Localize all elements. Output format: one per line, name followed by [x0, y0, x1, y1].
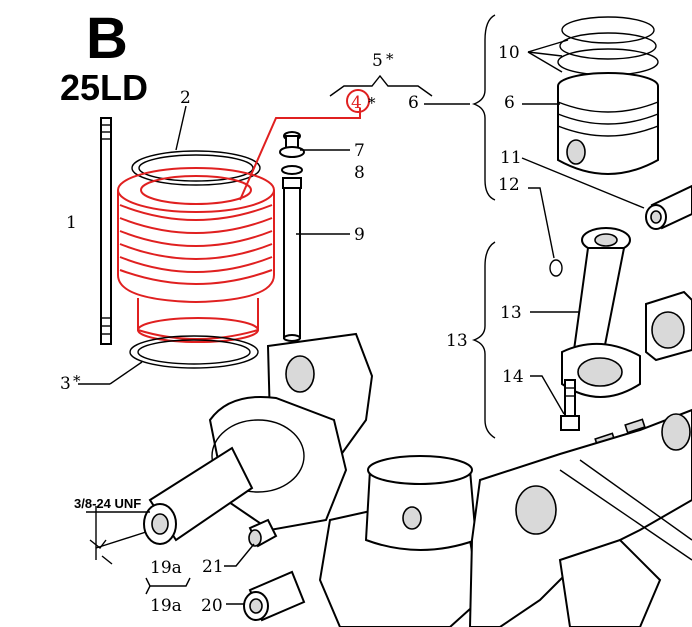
callout-19a-bottom[interactable]: 19a — [150, 596, 182, 616]
callout-6-left[interactable]: 6 — [408, 93, 419, 113]
piston-rings[interactable] — [557, 16, 659, 76]
callout-13-left[interactable]: 13 — [446, 331, 468, 351]
cylinder-highlighted[interactable] — [117, 167, 275, 343]
callout-8[interactable]: 8 — [354, 163, 365, 183]
callout-12[interactable]: 12 — [498, 175, 520, 195]
piston-pin[interactable] — [645, 184, 692, 230]
base-gasket[interactable] — [129, 335, 259, 369]
callout-4-circle — [346, 89, 370, 113]
callout-10[interactable]: 10 — [498, 43, 520, 63]
group-brace-bottom — [471, 241, 496, 439]
callout-4[interactable]: 4 — [351, 93, 362, 113]
callout-5[interactable]: 5 — [372, 51, 383, 71]
callout-3-star: * — [73, 372, 81, 390]
callout-6-right[interactable]: 6 — [504, 93, 515, 113]
callout-9[interactable]: 9 — [354, 225, 365, 245]
stud-bolt[interactable] — [100, 117, 112, 345]
piston[interactable] — [557, 72, 659, 175]
callout-2[interactable]: 2 — [180, 88, 191, 108]
callout-13-right[interactable]: 13 — [500, 303, 522, 323]
push-rod-tube[interactable] — [279, 131, 305, 342]
callout-11[interactable]: 11 — [500, 148, 522, 168]
section-letter: B — [86, 6, 128, 71]
callout-7[interactable]: 7 — [354, 141, 365, 161]
bush-large[interactable] — [243, 570, 306, 622]
thread-spec-label: 3/8-24 UNF — [74, 496, 141, 511]
crankcase-assembly — [143, 332, 692, 627]
callout-20[interactable]: 20 — [201, 596, 223, 616]
cylinder-leader-line — [239, 108, 361, 201]
callout-19a-top[interactable]: 19a — [150, 558, 182, 578]
callout-21[interactable]: 21 — [202, 557, 224, 577]
callout-14[interactable]: 14 — [502, 367, 524, 387]
engine-model: 25LD — [60, 67, 148, 108]
conrod-bolt[interactable] — [560, 379, 580, 431]
callout-5-star: * — [386, 50, 394, 68]
callout-4-star: * — [368, 94, 376, 112]
connecting-rod[interactable] — [561, 227, 641, 398]
circlip[interactable] — [549, 259, 563, 277]
callout-1[interactable]: 1 — [66, 213, 77, 233]
bush-small[interactable] — [248, 518, 278, 548]
bearing-shells[interactable] — [645, 290, 692, 362]
group-brace-top — [471, 14, 496, 201]
group-5-bracket — [329, 74, 433, 97]
callout-3[interactable]: 3 — [60, 374, 71, 394]
